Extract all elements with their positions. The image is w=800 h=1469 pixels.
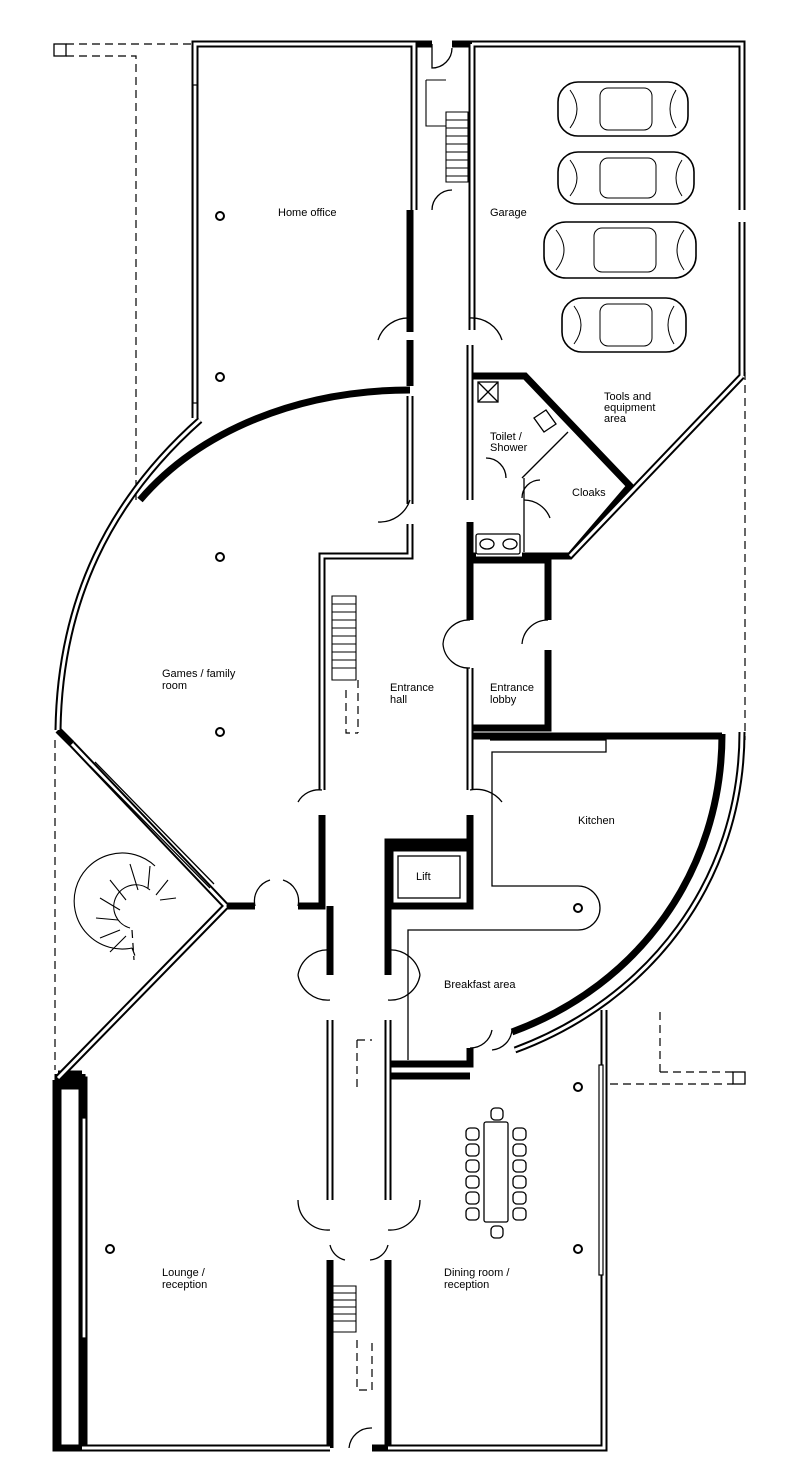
label-lobby-line1: Entrance [490, 682, 534, 694]
label-toilet-line1: Toilet / [490, 431, 523, 443]
doors [253, 44, 551, 1449]
label-lounge-line1: Lounge / [162, 1267, 206, 1279]
dining-chairs-left [465, 1127, 480, 1221]
label-garage: Garage [490, 207, 527, 219]
dining-chairs-right [512, 1127, 527, 1221]
room-labels: Home office Garage Tools and equipment a… [162, 207, 655, 1291]
windows [81, 84, 604, 1339]
label-tools-line3: area [604, 413, 627, 425]
fixtures [397, 381, 607, 1060]
garage-cars [543, 81, 697, 353]
car-3 [543, 221, 697, 279]
label-lift: Lift [416, 871, 431, 883]
car-1 [557, 81, 689, 137]
label-games-line1: Games / family [162, 668, 236, 680]
label-hall-line1: Entrance [390, 682, 434, 694]
label-games-line2: room [162, 680, 187, 692]
stairs [73, 79, 469, 1391]
label-kitchen: Kitchen [578, 815, 615, 827]
site-outline [53, 43, 746, 1088]
label-lobby-line2: lobby [490, 694, 517, 706]
label-tools-line2: equipment [604, 402, 655, 414]
dining-table [465, 1107, 527, 1239]
label-dining-line2: reception [444, 1279, 489, 1291]
label-breakfast: Breakfast area [444, 979, 516, 991]
spiral-staircase [73, 852, 177, 961]
wall-cores [56, 42, 744, 1450]
label-hall-line2: hall [390, 694, 407, 706]
ceiling-lights [105, 211, 583, 1254]
label-toilet-line2: Shower [490, 442, 528, 454]
car-4 [561, 297, 687, 353]
label-dining-line1: Dining room / [444, 1267, 510, 1279]
label-cloaks: Cloaks [572, 487, 606, 499]
label-tools-line1: Tools and [604, 391, 651, 403]
label-home-office: Home office [278, 207, 337, 219]
label-lounge-line2: reception [162, 1279, 207, 1291]
car-2 [557, 151, 695, 205]
